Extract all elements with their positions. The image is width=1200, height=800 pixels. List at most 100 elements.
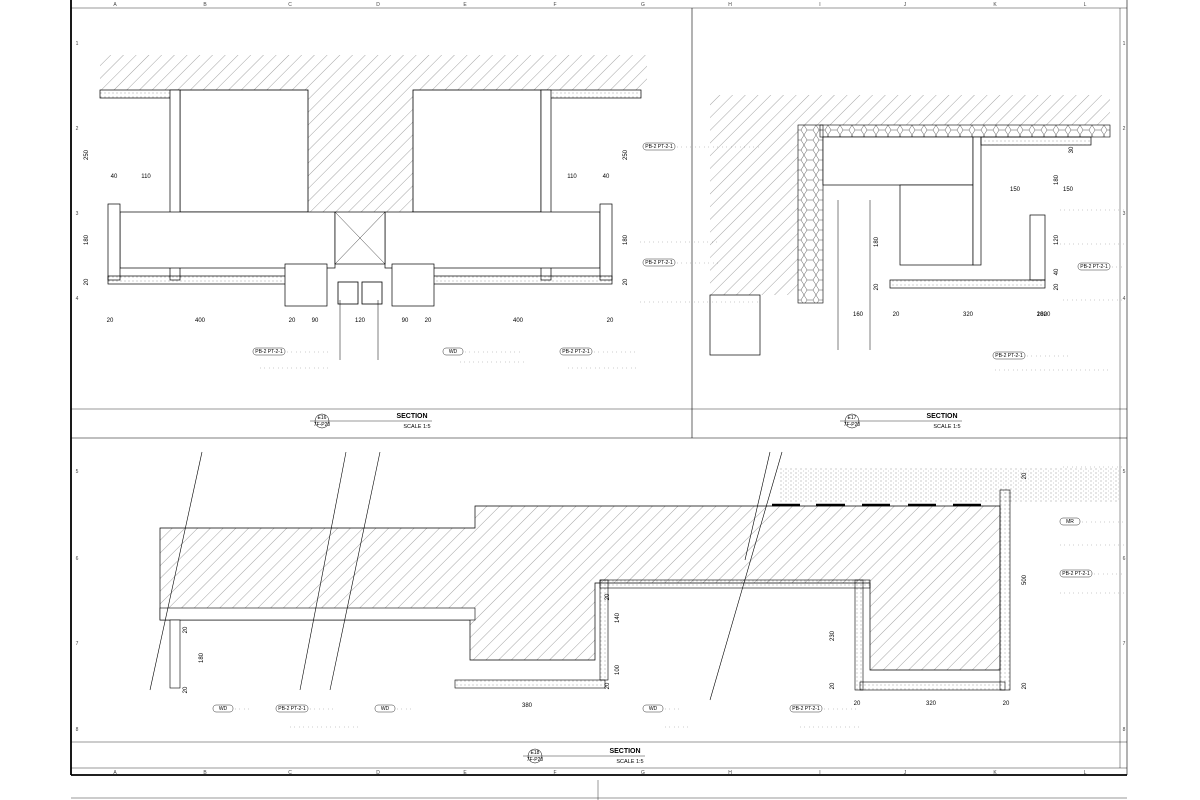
section-sheet: 7F-P20 [844, 422, 861, 428]
grid-col-label: L [1084, 2, 1087, 8]
grid-row-label: 6 [1123, 556, 1126, 562]
dimension-text: 20 [1022, 472, 1028, 479]
dimension-text: 20 [605, 593, 611, 600]
material-tag [559, 347, 593, 356]
dimension-text: 320 [963, 312, 974, 318]
material-tag-label: PB-2 PT-2-1 [995, 353, 1023, 359]
grid-col-label: G [641, 2, 645, 8]
material-tag [1059, 517, 1081, 526]
grid-col-label: F [553, 2, 556, 8]
grid-col-label: I [819, 770, 820, 776]
section-e18 [149, 451, 1120, 701]
grid-col-label: K [993, 2, 997, 8]
grid-col-label: I [819, 2, 820, 8]
grid-row-label: 2 [1123, 126, 1126, 132]
grid-row-label: 5 [76, 469, 79, 475]
section-title: SECTION [926, 413, 957, 420]
grid-col-label: H [728, 770, 732, 776]
material-tag [212, 704, 234, 713]
grid-col-label: J [904, 770, 907, 776]
dimension-text: 180 [1054, 174, 1060, 185]
grid-col-label: D [376, 770, 380, 776]
dimension-text: 40 [1054, 268, 1060, 275]
section-e17 [709, 95, 1111, 356]
section-id: E17 [848, 415, 857, 421]
dimension-text: 30 [1069, 146, 1075, 153]
grid-col-label: A [113, 2, 117, 8]
dimension-text: 20 [607, 318, 614, 324]
grid-col-label: B [203, 770, 207, 776]
dimension-text: 20 [830, 682, 836, 689]
dimension-text: 100 [615, 664, 621, 675]
material-tag-label: WD [449, 349, 458, 355]
dimension-text: 20 [893, 312, 900, 318]
material-tag [642, 704, 664, 713]
dimension-text: 150 [1010, 187, 1021, 193]
grid-row-label: 3 [76, 211, 79, 217]
grid-row-label: 7 [1123, 641, 1126, 647]
dimension-text: 230 [830, 630, 836, 641]
grid-row-label: 4 [1123, 296, 1126, 302]
grid-row-label: 8 [1123, 727, 1126, 733]
grid-col-label: F [553, 770, 556, 776]
grid-row-label: 2 [76, 126, 79, 132]
grid-col-label: C [288, 770, 292, 776]
concrete-column [308, 90, 413, 212]
dimension-text: 400 [195, 318, 206, 324]
section-scale: SCALE 1:5 [616, 759, 643, 765]
dimension-text: 320 [926, 701, 937, 707]
dimension-text: 20 [289, 318, 296, 324]
material-tag [992, 351, 1026, 360]
section-scale: SCALE 1:5 [933, 424, 960, 430]
dimension-text: 500 [1022, 574, 1028, 585]
dimension-text: 160 [853, 312, 864, 318]
dimension-text: 250 [84, 149, 90, 160]
material-tag [1059, 569, 1093, 578]
section-title: SECTION [396, 413, 427, 420]
grid-row-label: 8 [76, 727, 79, 733]
section-sheet: 7F-P20 [314, 422, 331, 428]
material-tag-label: PB-2 PT-2-1 [278, 706, 306, 712]
dimension-text: 20 [874, 283, 880, 290]
section-e16 [99, 55, 647, 360]
concrete-slab [100, 55, 647, 90]
section-title: SECTION [609, 748, 640, 755]
dimension-text: 20 [605, 682, 611, 689]
dimension-text: 90 [312, 318, 319, 324]
dimension-text: 180 [84, 234, 90, 245]
dimension-text: 180 [1037, 312, 1048, 318]
dimension-text: 150 [1063, 187, 1074, 193]
grid-row-label: 1 [1123, 41, 1126, 47]
dimension-text: 20 [107, 318, 114, 324]
grid-col-label: K [993, 770, 997, 776]
dimension-text: 120 [355, 318, 366, 324]
dimension-text: 20 [1044, 312, 1051, 318]
material-tag [1077, 262, 1111, 271]
material-tag-label: PB-2 PT-2-1 [1080, 264, 1108, 270]
grid-col-label: C [288, 2, 292, 8]
floor-screed [780, 468, 1120, 502]
material-tag-label: PB-2 PT-2-1 [645, 260, 673, 266]
material-tag-label: PB-2 PT-2-1 [645, 144, 673, 150]
material-tag-label: WD [381, 706, 390, 712]
sheet-frame [70, 0, 1128, 800]
dimension-text: 20 [1003, 701, 1010, 707]
dimension-text: 20 [183, 626, 189, 633]
material-tag-label: PB-2 PT-2-1 [562, 349, 590, 355]
grid-row-label: 5 [1123, 469, 1126, 475]
grid-col-label: L [1084, 770, 1087, 776]
dimension-text: 20 [854, 701, 861, 707]
material-tag-label: MR [1066, 519, 1074, 525]
dimension-text: 250 [623, 149, 629, 160]
concrete-slab [710, 95, 1110, 125]
grid-col-label: G [641, 770, 645, 776]
dimension-text: 110 [567, 174, 577, 180]
grid-col-label: B [203, 2, 207, 8]
material-tag [374, 704, 396, 713]
grid-col-label: D [376, 2, 380, 8]
grid-row-label: 1 [76, 41, 79, 47]
dimension-text: 180 [623, 234, 629, 245]
